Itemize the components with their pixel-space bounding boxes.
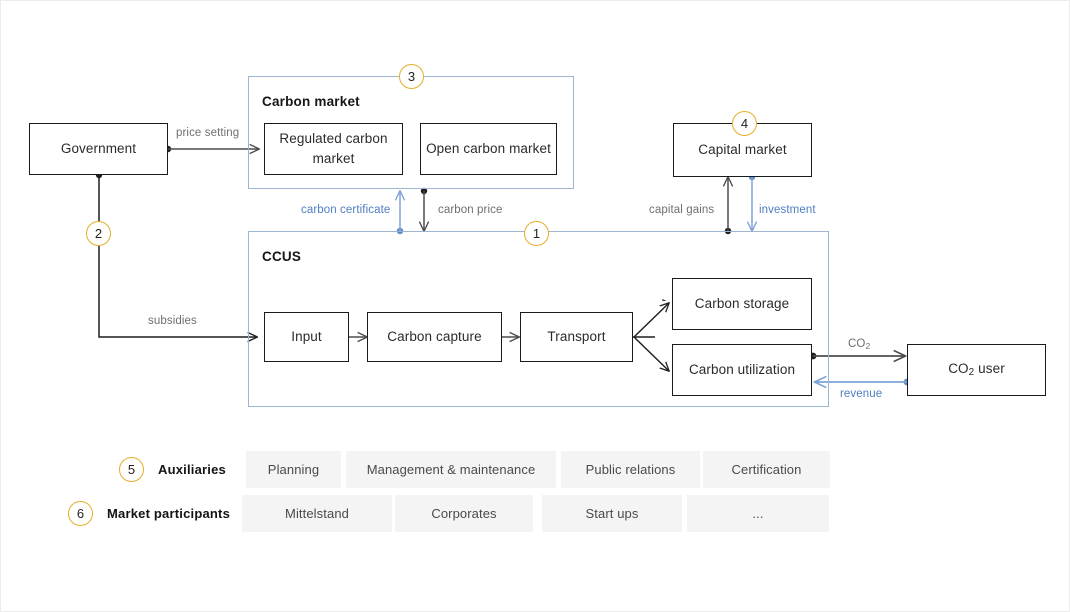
panel-ccus-title: CCUS xyxy=(262,249,302,264)
edge-label-co2: CO2 xyxy=(848,338,871,351)
node-open-carbon-market[interactable]: Open carbon market xyxy=(420,123,557,175)
chip-market-participants-ellipsis[interactable]: ... xyxy=(687,495,829,532)
chip-market-participants-start-ups[interactable]: Start ups xyxy=(542,495,682,532)
edge-subsidies xyxy=(95,171,257,337)
edge-price-setting xyxy=(164,146,259,152)
badge-government-subsidies[interactable]: 2 xyxy=(86,221,111,246)
edge-carbon-certificate xyxy=(397,191,403,235)
node-government[interactable]: Government xyxy=(29,123,168,175)
badge-market-participants[interactable]: 6 xyxy=(68,501,93,526)
row-label-market-participants: Market participants xyxy=(107,506,231,521)
node-regulated-carbon-market[interactable]: Regulated carbon market xyxy=(264,123,403,175)
node-carbon-storage[interactable]: Carbon storage xyxy=(672,278,812,330)
edge-label-capital-gains: capital gains xyxy=(649,204,715,216)
node-carbon-storage-label: Carbon storage xyxy=(694,296,790,311)
panel-carbon-market-title: Carbon market xyxy=(262,94,360,109)
badge-capital-market[interactable]: 4 xyxy=(732,111,757,136)
node-transport[interactable]: Transport xyxy=(520,312,633,362)
edge-label-revenue: revenue xyxy=(840,388,883,400)
edge-label-investment: investment xyxy=(759,204,816,216)
badge-ccus[interactable]: 1 xyxy=(524,221,549,246)
chip-auxiliaries-management-maintenance[interactable]: Management & maintenance xyxy=(346,451,556,488)
chip-auxiliaries-public-relations[interactable]: Public relations xyxy=(561,451,700,488)
chip-auxiliaries-certification[interactable]: Certification xyxy=(703,451,830,488)
node-carbon-capture[interactable]: Carbon capture xyxy=(367,312,502,362)
node-input-label: Input xyxy=(291,329,322,344)
chip-auxiliaries-planning[interactable]: Planning xyxy=(246,451,341,488)
chip-market-participants-mittelstand[interactable]: Mittelstand xyxy=(242,495,392,532)
edge-label-carbon-certificate: carbon certificate xyxy=(301,204,391,216)
badge-carbon-market[interactable]: 3 xyxy=(399,64,424,89)
badge-auxiliaries[interactable]: 5 xyxy=(119,457,144,482)
edge-label-subsidies: subsidies xyxy=(148,315,197,327)
row-label-auxiliaries: Auxiliaries xyxy=(158,462,226,477)
node-co2-user[interactable]: CO2 user xyxy=(907,344,1046,396)
edge-investment xyxy=(749,173,755,231)
node-co2-user-label: CO2 user xyxy=(948,361,1005,379)
node-carbon-utilization-label: Carbon utilization xyxy=(688,362,796,377)
node-carbon-utilization[interactable]: Carbon utilization xyxy=(672,344,812,396)
edge-revenue xyxy=(815,379,911,386)
chip-market-participants-corporates[interactable]: Corporates xyxy=(395,495,533,532)
node-regulated-carbon-market-label: Regulated carbon market xyxy=(279,131,388,166)
node-capital-market[interactable]: Capital market xyxy=(673,123,812,177)
node-input[interactable]: Input xyxy=(264,312,349,362)
node-transport-label: Transport xyxy=(547,329,606,344)
edge-label-price-setting: price setting xyxy=(176,127,240,139)
edge-capital-gains xyxy=(725,177,731,235)
node-government-label: Government xyxy=(60,141,137,156)
node-open-carbon-market-label: Open carbon market xyxy=(426,141,551,156)
node-capital-market-label: Capital market xyxy=(698,142,787,157)
node-carbon-capture-label: Carbon capture xyxy=(387,329,482,344)
edge-carbon-price xyxy=(421,187,427,231)
edge-label-carbon-price: carbon price xyxy=(438,204,503,216)
